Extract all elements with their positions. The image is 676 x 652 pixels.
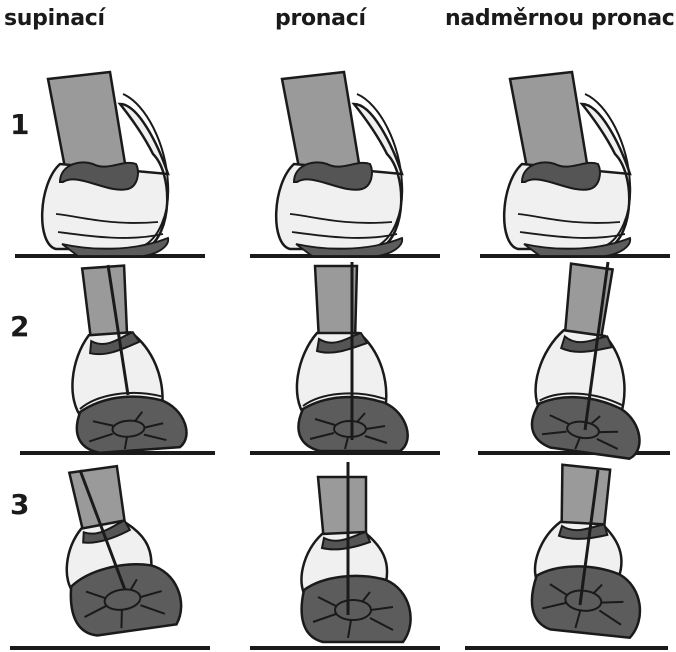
- foot-midstance-icon: [64, 261, 663, 460]
- foot-heel-strike-icon: [42, 72, 630, 256]
- foot-pushoff-icon: [53, 460, 655, 642]
